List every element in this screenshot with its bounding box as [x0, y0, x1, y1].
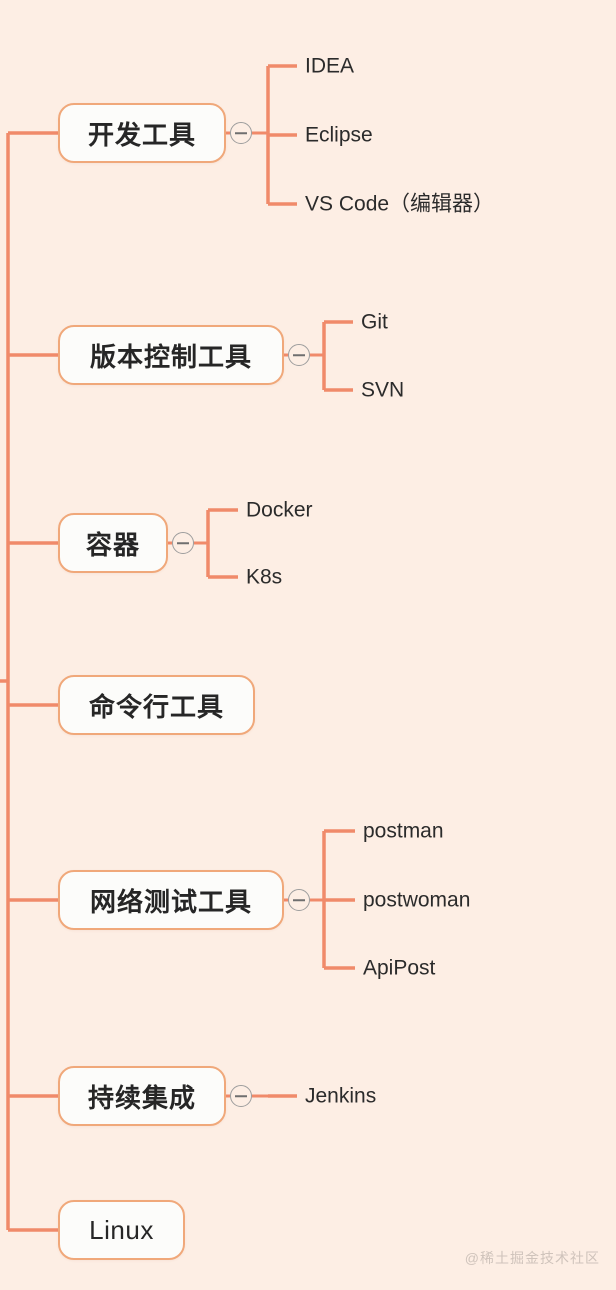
minus-circle-icon[interactable]: [172, 532, 194, 554]
mindmap-leaf-network-test-1[interactable]: postwoman: [363, 888, 471, 912]
mindmap-leaf-network-test-2[interactable]: ApiPost: [363, 956, 436, 980]
node-label: 持续集成: [87, 1082, 196, 1113]
mindmap-leaf-dev-tools-0[interactable]: IDEA: [305, 54, 355, 78]
mindmap-node-network-test[interactable]: 网络测试工具: [58, 870, 284, 930]
node-label: 命令行工具: [88, 691, 224, 722]
mindmap-leaf-container-0[interactable]: Docker: [246, 498, 313, 522]
node-label: 网络测试工具: [89, 886, 252, 917]
mindmap-leaf-dev-tools-1[interactable]: Eclipse: [305, 123, 373, 147]
mindmap-node-dev-tools[interactable]: 开发工具: [58, 103, 226, 163]
node-label: 开发工具: [87, 119, 196, 150]
mindmap-node-container[interactable]: 容器: [58, 513, 168, 573]
mindmap-node-version-control[interactable]: 版本控制工具: [58, 325, 284, 385]
minus-circle-icon[interactable]: [230, 1085, 252, 1107]
mindmap-leaf-dev-tools-2[interactable]: VS Code（编辑器）: [305, 192, 495, 216]
node-label: Linux: [89, 1214, 154, 1245]
mindmap-leaf-network-test-0[interactable]: postman: [363, 819, 444, 843]
mindmap-leaf-container-1[interactable]: K8s: [246, 565, 283, 589]
minus-circle-icon[interactable]: [230, 122, 252, 144]
node-label: 容器: [85, 529, 140, 560]
node-label: 版本控制工具: [89, 341, 252, 372]
mindmap-node-ci[interactable]: 持续集成: [58, 1066, 226, 1126]
watermark: @稀土掘金技术社区: [464, 1250, 600, 1266]
mindmap-node-linux[interactable]: Linux: [58, 1200, 185, 1260]
mindmap-leaf-version-control-0[interactable]: Git: [361, 310, 388, 334]
mindmap-node-cli-tools[interactable]: 命令行工具: [58, 675, 255, 735]
mindmap-leaf-ci-0[interactable]: Jenkins: [305, 1084, 377, 1108]
mindmap-leaf-version-control-1[interactable]: SVN: [361, 378, 405, 402]
minus-circle-icon[interactable]: [288, 889, 310, 911]
minus-circle-icon[interactable]: [288, 344, 310, 366]
